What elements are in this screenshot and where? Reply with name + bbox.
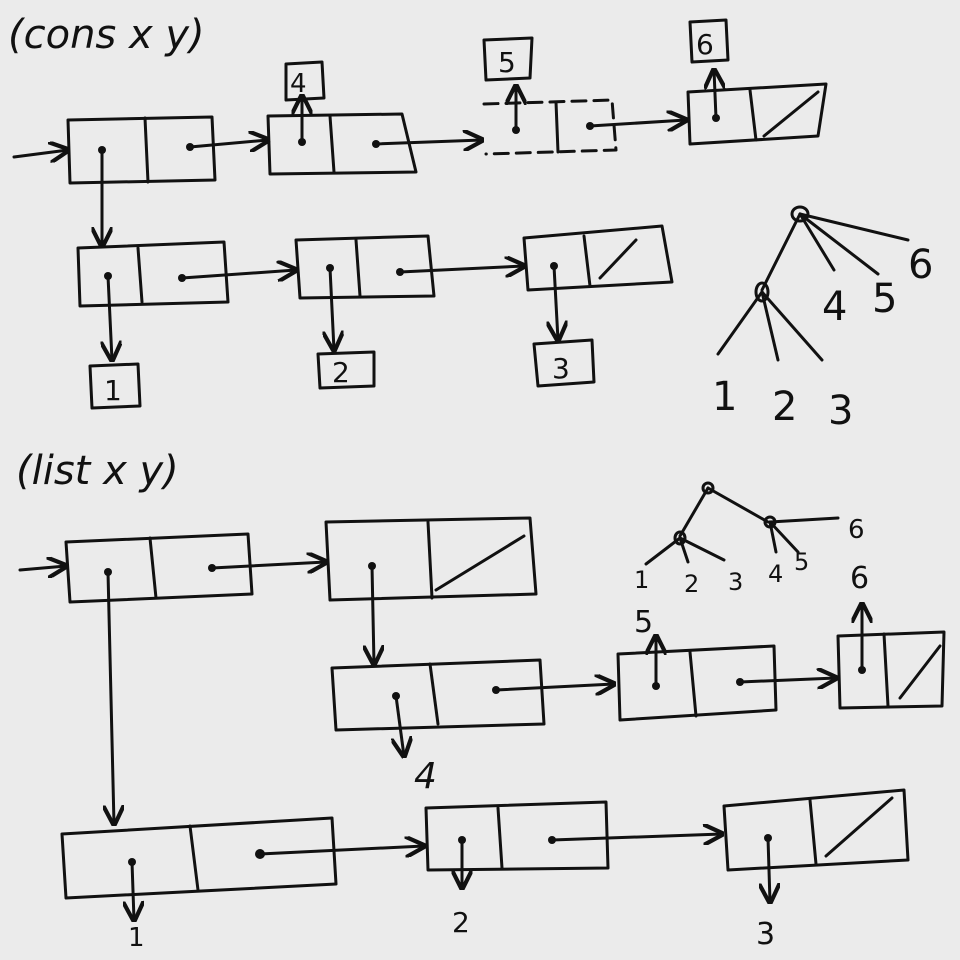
list-value-5: 5	[634, 605, 653, 640]
list-cell-2	[424, 800, 610, 872]
outer-cons-cell	[66, 115, 217, 185]
cons-cell-6	[686, 82, 828, 146]
value-box-3	[532, 338, 596, 388]
cons-tree-label-5: 5	[872, 276, 897, 322]
list-tree-label-1: 1	[634, 566, 649, 594]
list-cell-3	[722, 788, 910, 872]
cons-cell-1	[76, 240, 230, 308]
value-box-5	[482, 36, 534, 82]
cons-heading: (cons x y)	[8, 12, 205, 58]
list-tree-label-3: 3	[728, 568, 743, 596]
cons-cell-2	[294, 234, 436, 300]
value-box-1	[88, 362, 142, 410]
cons-value-2: 2	[332, 356, 350, 389]
cons-value-1: 1	[104, 374, 122, 407]
list-value-6: 6	[850, 561, 869, 596]
list-cell-5	[616, 644, 778, 722]
list-tree-label-4: 4	[768, 560, 783, 588]
cons-tree-label-3: 3	[828, 388, 853, 434]
list-tree-label-6: 6	[848, 515, 865, 545]
list-tree-label-5: 5	[794, 548, 809, 576]
list-value-2: 2	[452, 906, 470, 939]
cons-tree	[716, 205, 910, 362]
list-cell-1	[60, 816, 338, 900]
cdr-pointer	[188, 140, 268, 147]
cons-value-6: 6	[696, 28, 714, 61]
list-value-1: 1	[128, 923, 145, 953]
value-box-6	[688, 18, 730, 64]
cons-tree-label-4: 4	[822, 284, 847, 330]
list-value-4: 4	[414, 756, 437, 797]
cons-tree-label-1: 1	[712, 374, 737, 420]
cons-value-3: 3	[552, 352, 570, 385]
list-heading: (list x y)	[16, 448, 179, 494]
cons-section: (cons x y) 4 5	[8, 12, 933, 434]
entry-arrow	[18, 566, 66, 570]
value-box-4	[284, 60, 326, 102]
cons-cell-3	[522, 224, 674, 292]
cons-value-4: 4	[290, 69, 307, 99]
list-tree-label-2: 2	[684, 570, 699, 598]
cons-tree-label-6: 6	[908, 242, 933, 288]
list-value-3: 3	[756, 917, 775, 952]
list-cell-4	[330, 658, 546, 732]
list-cell-6	[836, 630, 946, 710]
list-section: (list x y) 4	[16, 448, 946, 953]
list-cell-first	[64, 532, 254, 604]
cons-value-5: 5	[498, 46, 516, 79]
list-tree	[644, 481, 840, 566]
entry-arrow	[12, 150, 68, 157]
list-cell-second	[324, 516, 538, 602]
value-box-2	[316, 350, 376, 390]
cons-tree-label-2: 2	[772, 384, 797, 430]
